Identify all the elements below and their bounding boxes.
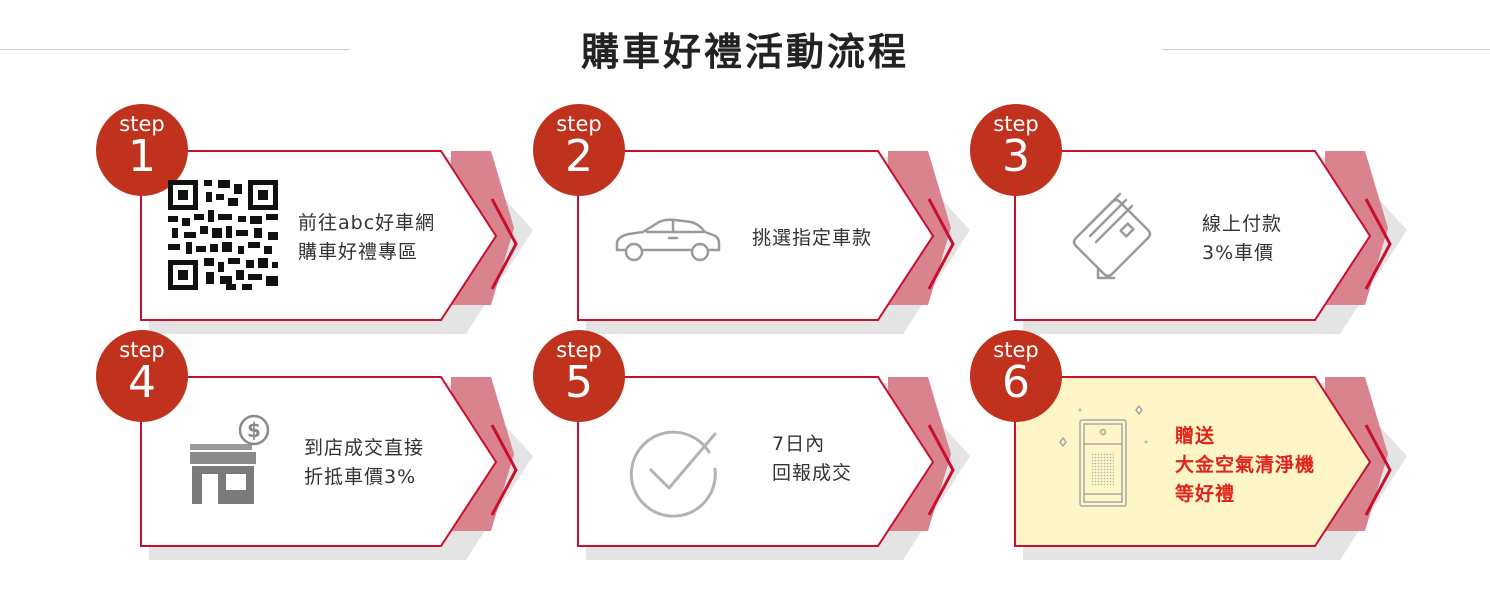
dollar-icon [238, 414, 270, 446]
step-card-4: step 4 $ 到店成交直接 折抵車價3% [96, 330, 536, 560]
card-body [577, 376, 935, 547]
step-number: 2 [565, 131, 593, 182]
checkmark-circle-icon [629, 430, 717, 518]
step-badge: step 3 [970, 104, 1062, 196]
step-label: step [993, 112, 1039, 136]
step-badge: step 4 [96, 330, 188, 422]
step-text-line: 贈送 [1175, 425, 1216, 447]
step-text-line: 回報成交 [772, 462, 853, 484]
card-body [1014, 150, 1372, 321]
step-card-1: step 1 前往abc好車網 購車好禮專區 [96, 104, 536, 334]
step-label: step [556, 112, 602, 136]
page-title: 購車好禮活動流程 [580, 30, 909, 74]
step-label: step [119, 338, 165, 362]
step-text-line: 大金空氣清淨機 [1175, 454, 1316, 476]
title-divider-left [0, 49, 350, 50]
step-text-line: 線上付款 [1202, 213, 1283, 235]
step-number: 5 [565, 357, 593, 408]
step-text-line: 到店成交直接 [304, 437, 425, 459]
car-icon [615, 218, 721, 262]
step-description: 挑選指定車款 [752, 224, 872, 253]
step-label: step [993, 338, 1039, 362]
credit-card-icon [1072, 192, 1152, 280]
step-description: 贈送 大金空氣清淨機 等好禮 [1175, 422, 1315, 509]
chevron-right-icon [490, 198, 518, 290]
step-card-shape [1014, 376, 1407, 560]
step-description: 線上付款 3%車價 [1202, 210, 1282, 268]
step-card-6: step 6 贈送 大金空氣清淨機 等好禮 [970, 330, 1410, 560]
chevron-right-icon [927, 198, 955, 290]
step-card-shape [577, 150, 970, 334]
step-text-line: 前往abc好車網 [298, 212, 436, 234]
step-text-line: 折抵車價3% [304, 466, 417, 488]
step-description: 前往abc好車網 購車好禮專區 [298, 209, 435, 267]
step-badge: step 5 [533, 330, 625, 422]
step-label: step [556, 338, 602, 362]
card-body [577, 150, 935, 321]
step-label: step [119, 112, 165, 136]
qr-code-icon [168, 180, 278, 290]
step-badge: step 1 [96, 104, 188, 196]
step-number: 4 [128, 357, 156, 408]
step-description: 7日內 回報成交 [772, 430, 852, 488]
step-badge: step 2 [533, 104, 625, 196]
air-purifier-icon [1059, 404, 1148, 507]
step-card-3: step 3 線上付款 3%車價 [970, 104, 1410, 334]
step-card-5: step 5 7日內 回報成交 [533, 330, 973, 560]
chevron-right-icon [1364, 198, 1392, 290]
step-badge: step 6 [970, 330, 1062, 422]
store-dollar-icon: $ [190, 414, 270, 504]
chevron-right-icon [1364, 424, 1392, 516]
step-number: 3 [1002, 131, 1030, 182]
step-number: 6 [1002, 357, 1030, 408]
step-number: 1 [128, 131, 156, 182]
step-text-line: 購車好禮專區 [298, 241, 419, 263]
chevron-right-icon [490, 424, 518, 516]
step-text-line: 等好禮 [1175, 483, 1236, 505]
chevron-right-icon [927, 424, 955, 516]
step-description: 到店成交直接 折抵車價3% [304, 434, 424, 492]
step-text-line: 7日內 [772, 433, 826, 455]
step-text-line: 挑選指定車款 [752, 227, 873, 249]
step-text-line: 3%車價 [1202, 242, 1275, 264]
title-divider-right [1162, 49, 1490, 50]
step-card-2: step 2 挑選指定車款 [533, 104, 973, 334]
svg-text:$: $ [247, 418, 261, 442]
